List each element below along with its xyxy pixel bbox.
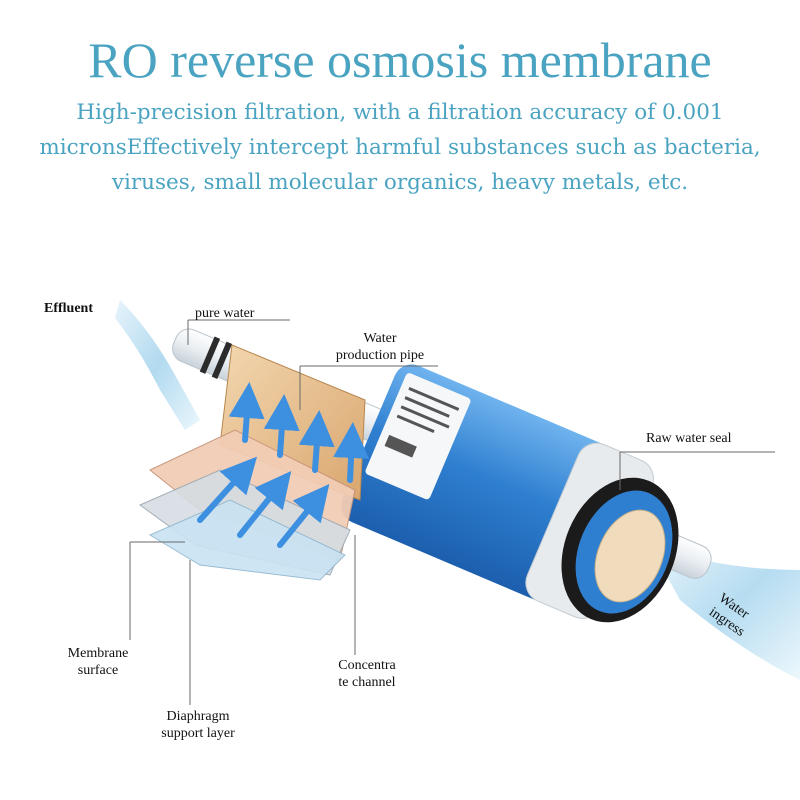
flow-arrows — [197, 382, 370, 548]
label-membrane-surface-line-1: Membrane — [67, 646, 129, 661]
ingress-water-stream — [650, 545, 800, 680]
label-diaphragm-support-layer: Diaphragm support layer — [148, 708, 248, 742]
label-membrane-surface: Membrane surface — [58, 645, 138, 679]
label-concentrate-channel-line-1: Concentra — [338, 658, 396, 673]
effluent-water-stream — [115, 300, 200, 430]
label-water-production-pipe: Water production pipe — [320, 330, 440, 364]
label-raw-water-seal: Raw water seal — [646, 431, 732, 446]
label-pure-water: pure water — [195, 306, 255, 321]
subtitle-line-3: viruses, small molecular organics, heavy… — [111, 170, 689, 195]
label-water-production-pipe-line-2: production pipe — [335, 348, 425, 363]
page-title: RO reverse osmosis membrane — [88, 32, 712, 88]
label-diaphragm-support-layer-line-1: Diaphragm — [166, 709, 230, 724]
subtitle-line-2: micronsEffectively intercept harmful sub… — [39, 135, 761, 160]
leader-lines — [129, 319, 775, 705]
label-diaphragm-support-layer-line-2: support layer — [161, 726, 235, 741]
label-concentrate-channel: Concentra te channel — [322, 657, 412, 691]
subtitle-line-1: High-precision filtration, with a filtra… — [76, 100, 724, 125]
raw-water-seal — [561, 477, 679, 623]
label-membrane-surface-line-2: surface — [77, 663, 119, 678]
label-effluent: Effluent — [44, 301, 93, 316]
label-concentrate-channel-line-2: te channel — [338, 675, 396, 690]
label-water-production-pipe-line-1: Water — [363, 331, 397, 346]
